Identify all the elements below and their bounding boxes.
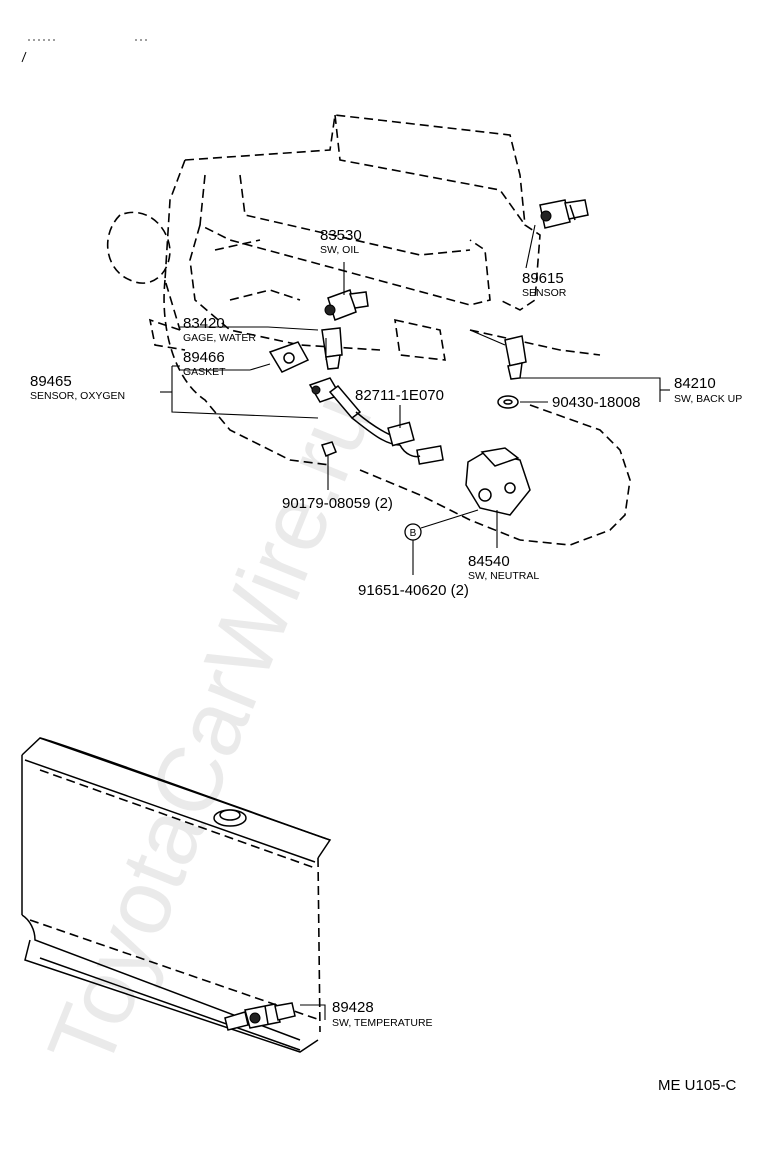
part-number-83530: 83530 [320, 227, 362, 244]
part-desc-83420: GAGE, WATER [183, 332, 256, 344]
part-desc-89615: SENSOR [522, 287, 567, 299]
part-desc-89428: SW, TEMPERATURE [332, 1017, 433, 1029]
part-desc-89466: GASKET [183, 366, 226, 378]
oil-switch-83530 [324, 262, 369, 321]
part-number-89428: 89428 [332, 999, 374, 1016]
scan-marks [21, 39, 150, 63]
part-desc-84540: SW, NEUTRAL [468, 570, 539, 582]
sensor-89615 [539, 199, 589, 229]
part-desc-84210: SW, BACK UP [674, 393, 742, 405]
oxygen-sensor-89465 [308, 377, 444, 465]
part-number-90179: 90179-08059 (2) [282, 495, 393, 512]
leader-lines [160, 224, 670, 1020]
callout-labels: 83530 SW, OIL 89615 SENSOR 83420 GAGE, W… [30, 227, 742, 1094]
part-number-89466: 89466 [183, 349, 225, 366]
part-number-89465: 89465 [30, 373, 72, 390]
part-number-83420: 83420 [183, 315, 225, 332]
radiator [21, 737, 332, 1053]
part-number-90430: 90430-18008 [552, 394, 640, 411]
backup-switch-84210 [469, 329, 527, 380]
bolt-marker: B [404, 509, 479, 575]
washer-90430 [497, 395, 548, 409]
diagram-code: ME U105-C [658, 1077, 737, 1094]
neutral-switch-84540 [465, 447, 531, 548]
temperature-switch-89428 [224, 1002, 296, 1031]
part-number-82711: 82711-1E070 [355, 387, 444, 404]
engine-outline [106, 114, 631, 546]
part-number-89615: 89615 [522, 270, 564, 287]
part-number-91651: 91651-40620 (2) [358, 582, 469, 599]
water-gage-83420 [267, 326, 343, 370]
part-desc-83530: SW, OIL [320, 244, 359, 256]
part-number-84540: 84540 [468, 553, 510, 570]
watermark-text: ToyotaCarWire.ru [29, 381, 392, 1083]
nut-90179 [321, 441, 337, 490]
bolt-marker-label: B [410, 528, 417, 539]
gasket-89466 [249, 341, 310, 373]
part-number-84210: 84210 [674, 375, 716, 392]
part-desc-89465: SENSOR, OXYGEN [30, 390, 125, 402]
